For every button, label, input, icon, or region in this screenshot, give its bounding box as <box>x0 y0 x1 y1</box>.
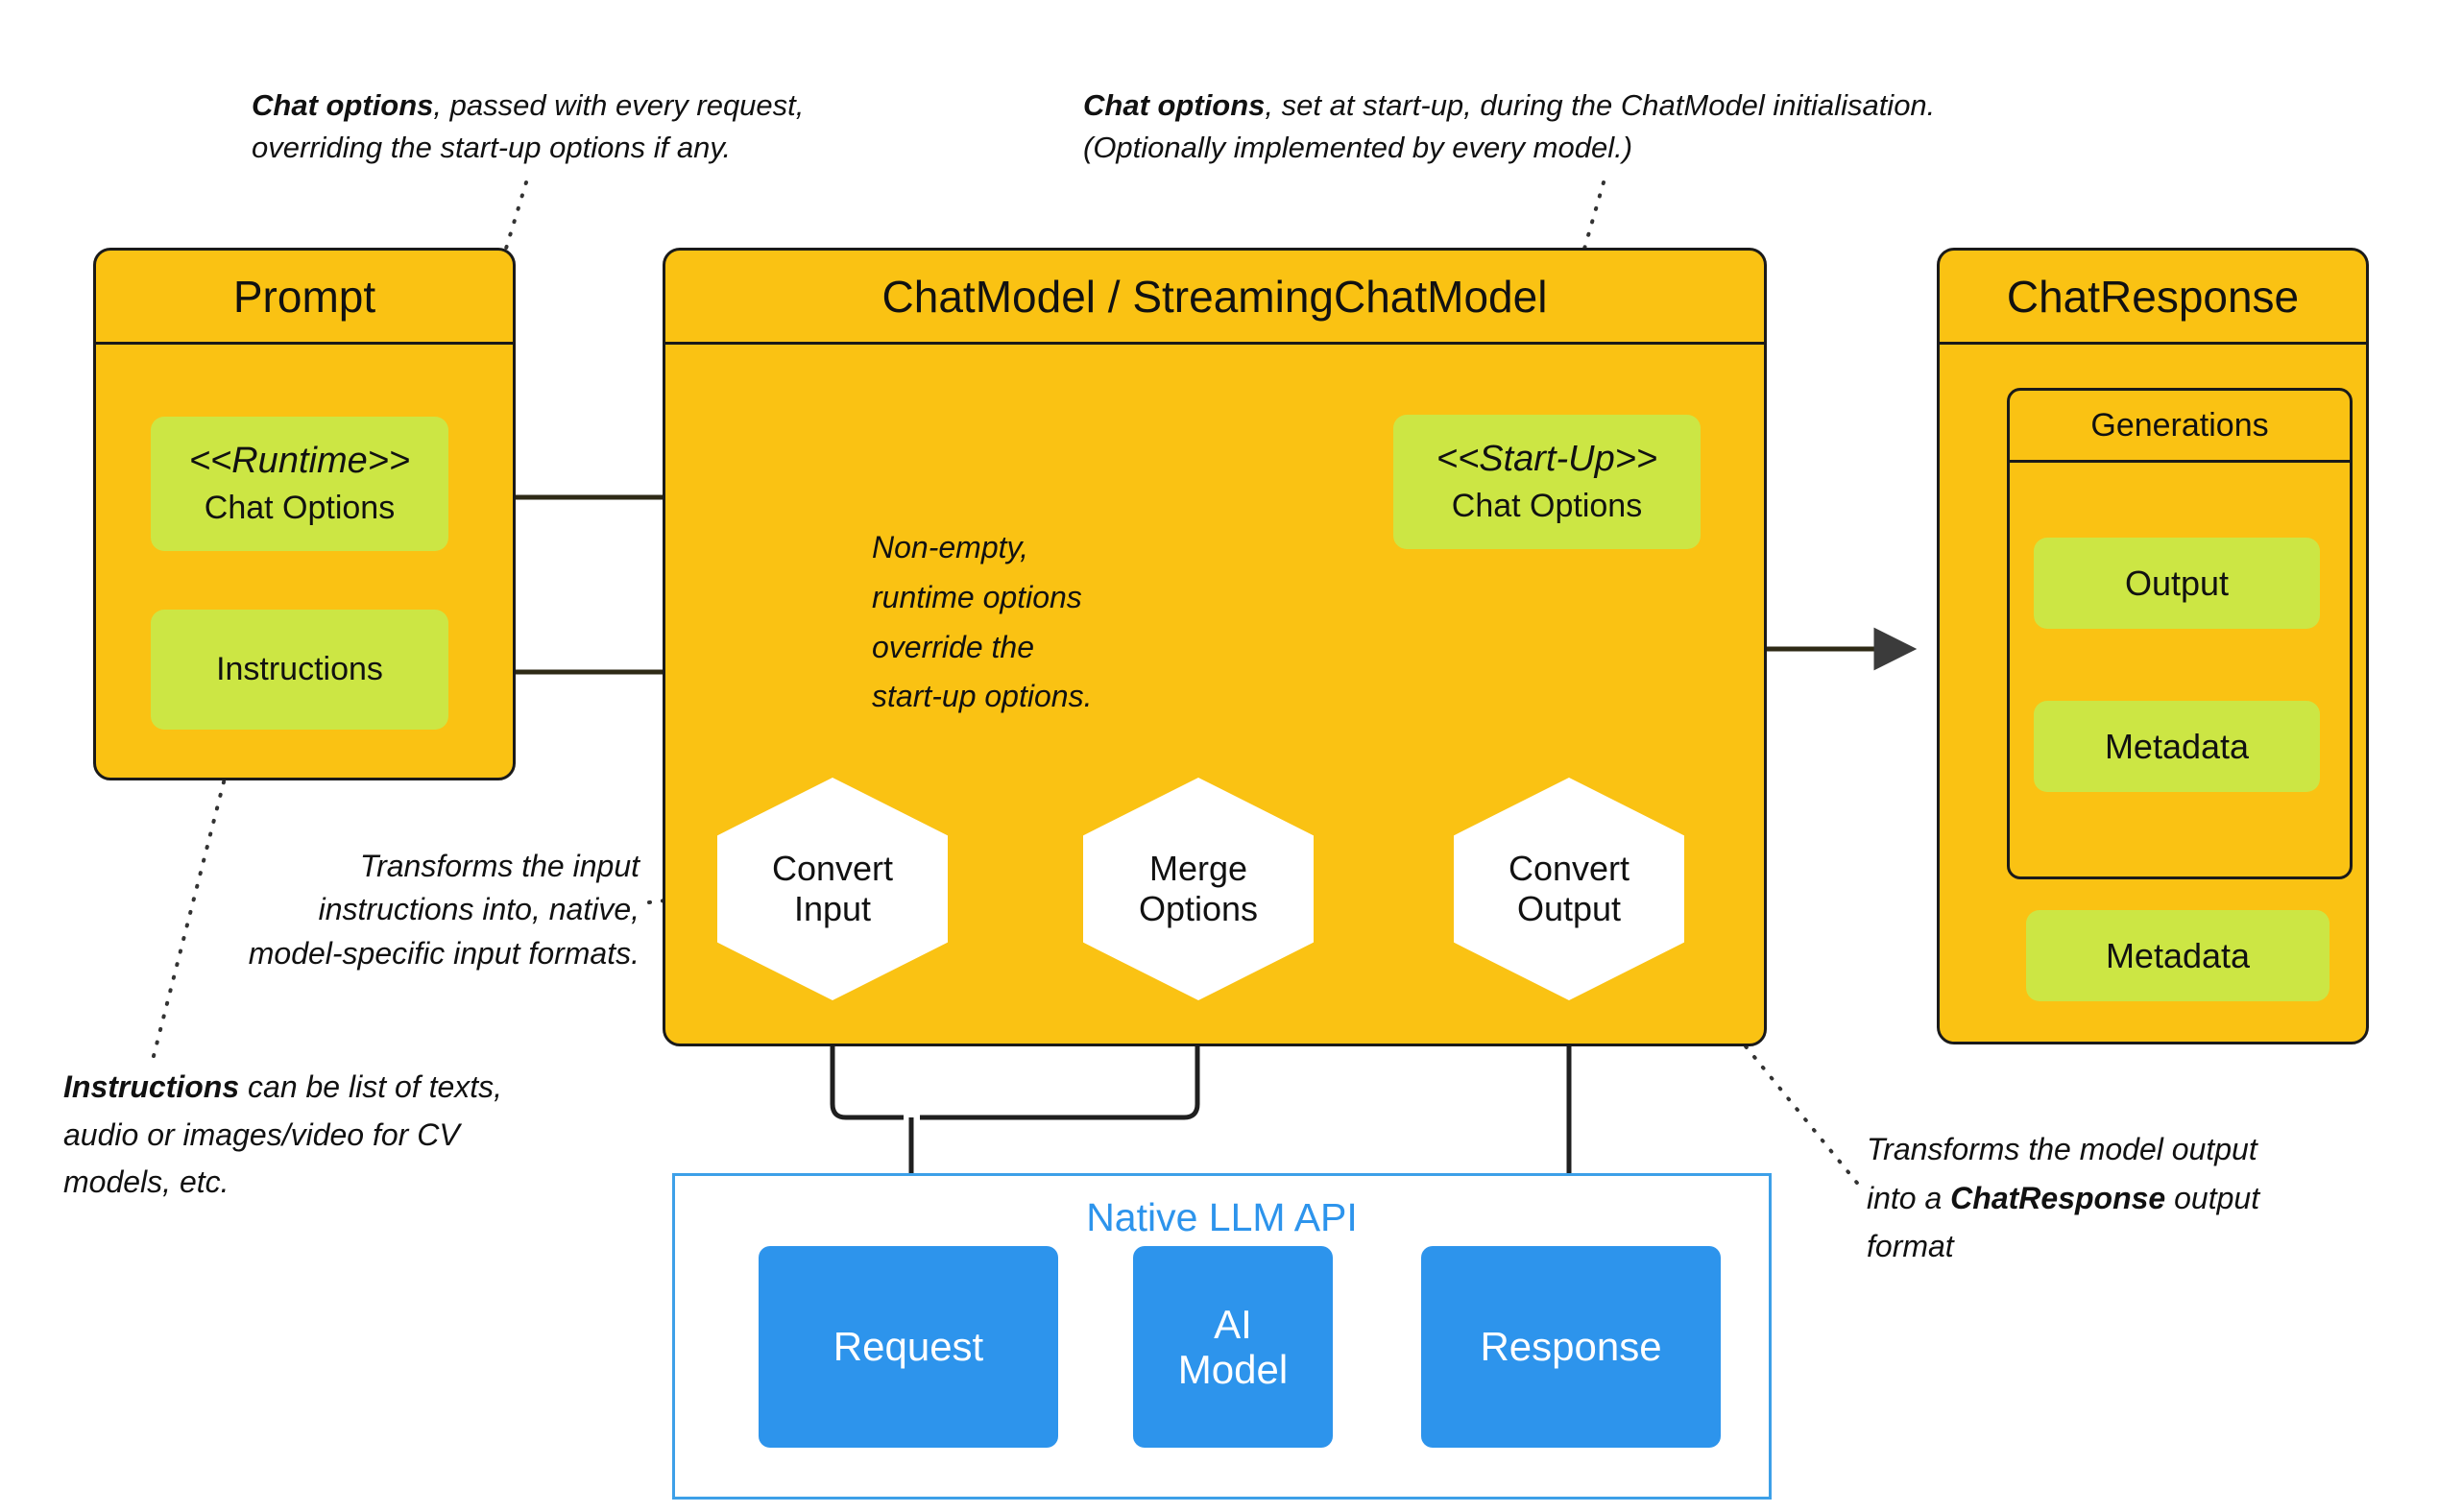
ai-model-line2: Model <box>1177 1347 1289 1392</box>
merge-options-line1: Merge <box>1148 848 1248 888</box>
convert-output-note-line1: Transforms the model output <box>1867 1132 2257 1166</box>
generation-output-label: Output <box>2124 563 2230 603</box>
convert-output-note-line2a: into a <box>1867 1180 1951 1215</box>
note-convert-output: Transforms the model output into a ChatR… <box>1867 1125 2404 1271</box>
convert-output-line2: Output <box>1516 889 1622 928</box>
ai-model-line1: AI <box>1214 1301 1252 1347</box>
response-label: Response <box>1480 1324 1662 1370</box>
convert-output-line1: Convert <box>1508 848 1630 888</box>
note-startup-bold: Chat options <box>1083 88 1266 122</box>
generation-metadata-card[interactable]: Metadata <box>2034 701 2320 792</box>
response-metadata-label: Metadata <box>2105 935 2251 975</box>
ai-model-node[interactable]: AI Model <box>1133 1246 1333 1448</box>
note-instructions: Instructions can be list of texts, audio… <box>63 1064 611 1207</box>
startup-stereotype-label: <<Start-Up>> <box>1436 439 1658 479</box>
request-label: Request <box>833 1324 984 1370</box>
note-startup-line2: (Optionally implemented by every model.) <box>1083 131 1633 165</box>
startup-chat-options-label: Chat Options <box>1451 488 1643 524</box>
merge-note-line-0: Non-empty, <box>872 530 1029 564</box>
generations-group[interactable]: Generations <box>2007 388 2353 879</box>
note-merge-options: Non-empty, runtime options override the … <box>872 523 1150 722</box>
chatresponse-box-title: ChatResponse <box>1940 251 2366 345</box>
convert-output-note-line3: format <box>1867 1229 1954 1264</box>
note-startup-chat-options: Chat options, set at start-up, during th… <box>1083 84 2159 169</box>
merge-note-line-1: runtime options <box>872 579 1082 614</box>
convert-input-note-line-0: Transforms the input <box>359 849 640 883</box>
note-runtime-bold: Chat options <box>252 88 434 122</box>
instructions-label: Instructions <box>216 651 383 687</box>
note-convert-input: Transforms the input instructions into, … <box>179 845 640 975</box>
startup-chat-options-card[interactable]: <<Start-Up>> Chat Options <box>1393 415 1701 549</box>
runtime-chat-options-card[interactable]: <<Runtime>> Chat Options <box>151 417 448 551</box>
response-node[interactable]: Response <box>1421 1246 1721 1448</box>
merge-note-line-2: override the <box>872 629 1034 664</box>
convert-input-line1: Convert <box>771 848 894 888</box>
request-node[interactable]: Request <box>759 1246 1058 1448</box>
runtime-stereotype-label: <<Runtime>> <box>188 441 411 481</box>
instructions-card[interactable]: Instructions <box>151 610 448 730</box>
convert-output-note-line2b: output <box>2165 1180 2260 1215</box>
response-metadata-card[interactable]: Metadata <box>2026 910 2329 1001</box>
chatmodel-box-title: ChatModel / StreamingChatModel <box>665 251 1764 345</box>
native-llm-api-title: Native LLM API <box>1086 1195 1358 1239</box>
convert-input-note-line-1: instructions into, native, <box>318 892 640 927</box>
convert-output-note-bold: ChatResponse <box>1950 1180 2166 1215</box>
generation-metadata-label: Metadata <box>2104 726 2250 766</box>
instructions-note-line2: audio or images/video for CV <box>63 1116 460 1152</box>
convert-input-note-line-2: model-specific input formats. <box>248 935 640 971</box>
note-runtime-chat-options: Chat options, passed with every request,… <box>252 84 924 169</box>
runtime-chat-options-label: Chat Options <box>204 490 396 526</box>
merge-note-line-3: start-up options. <box>872 679 1093 714</box>
generations-title: Generations <box>2010 391 2350 463</box>
note-runtime-rest: , passed with every request, <box>433 88 805 122</box>
instructions-note-bold: Instructions <box>63 1069 240 1104</box>
note-startup-rest: , set at start-up, during the ChatModel … <box>1265 88 1936 122</box>
instructions-note-line3: models, etc. <box>63 1164 229 1200</box>
merge-options-line2: Options <box>1138 889 1259 928</box>
convert-input-line2: Input <box>793 889 872 928</box>
generation-output-card[interactable]: Output <box>2034 538 2320 629</box>
prompt-box-title: Prompt <box>96 251 513 345</box>
instructions-note-rest: can be list of texts, <box>239 1069 503 1104</box>
note-runtime-line2: overriding the start-up options if any. <box>252 131 732 165</box>
